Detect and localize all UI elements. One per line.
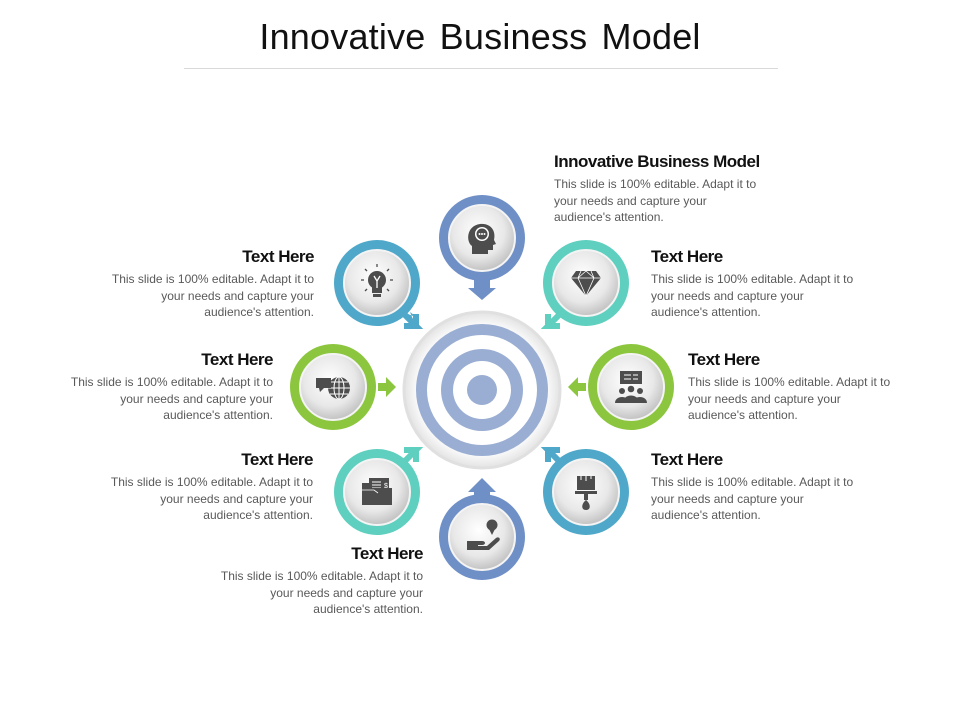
- text-block-body: This slide is 100% editable. Adapt it to…: [651, 272, 854, 319]
- text-block-heading: Innovative Business Model: [554, 152, 760, 171]
- text-block-heading: Text Here: [651, 450, 723, 469]
- text-block-heading: Text Here: [201, 350, 273, 369]
- text-block-heading: Text Here: [651, 247, 723, 266]
- text-block-heading: Text Here: [241, 450, 313, 469]
- text-block-body: This slide is 100% editable. Adapt it to…: [554, 177, 757, 224]
- team-presentation-icon: [615, 371, 647, 403]
- text-block-heading: Text Here: [688, 350, 760, 369]
- folder-invoice-icon: $: [362, 478, 392, 505]
- text-block-bottom-left: Text Here This slide is 100% editable. A…: [73, 450, 314, 524]
- text-block-left: Text Here This slide is 100% editable. A…: [33, 350, 274, 424]
- node-left: [290, 344, 396, 430]
- lightbulb-idea-icon: [361, 264, 393, 297]
- text-block-bottom-right: Text Here This slide is 100% editable. A…: [651, 450, 891, 524]
- text-block-top-left: Text Here This slide is 100% editable. A…: [74, 247, 315, 321]
- text-block-body: This slide is 100% editable. Adapt it to…: [110, 475, 313, 522]
- node-top-right: [540, 240, 629, 329]
- head-thinking-icon: [468, 223, 496, 254]
- text-block-body: This slide is 100% editable. Adapt it to…: [651, 475, 854, 522]
- node-bottom-right: [540, 447, 629, 535]
- svg-text:$: $: [384, 483, 388, 490]
- text-block-top-right: Text Here This slide is 100% editable. A…: [651, 247, 891, 321]
- hand-lightbulb-icon: [467, 519, 500, 550]
- page-title: Innovative Business Model: [259, 16, 701, 57]
- text-block-heading: Text Here: [351, 544, 423, 563]
- diamond-icon: [571, 270, 601, 297]
- target-icon: [402, 310, 562, 470]
- text-block-body: This slide is 100% editable. Adapt it to…: [70, 375, 273, 422]
- text-block-body: This slide is 100% editable. Adapt it to…: [220, 569, 423, 616]
- node-bottom-left: $: [334, 447, 424, 535]
- paint-brush-icon: [575, 476, 597, 510]
- node-right: [568, 344, 674, 430]
- text-block-heading: Text Here: [242, 247, 314, 266]
- title-divider: [184, 68, 778, 69]
- text-block-body: This slide is 100% editable. Adapt it to…: [688, 375, 891, 422]
- global-chat-icon: [316, 376, 350, 400]
- text-block-top: Innovative Business Model This slide is …: [554, 152, 794, 226]
- text-block-bottom: Text Here This slide is 100% editable. A…: [183, 544, 424, 618]
- node-top-left: [334, 240, 424, 329]
- node-top: [439, 195, 525, 300]
- text-block-body: This slide is 100% editable. Adapt it to…: [111, 272, 314, 319]
- node-bottom: [439, 478, 525, 580]
- text-block-right: Text Here This slide is 100% editable. A…: [688, 350, 928, 424]
